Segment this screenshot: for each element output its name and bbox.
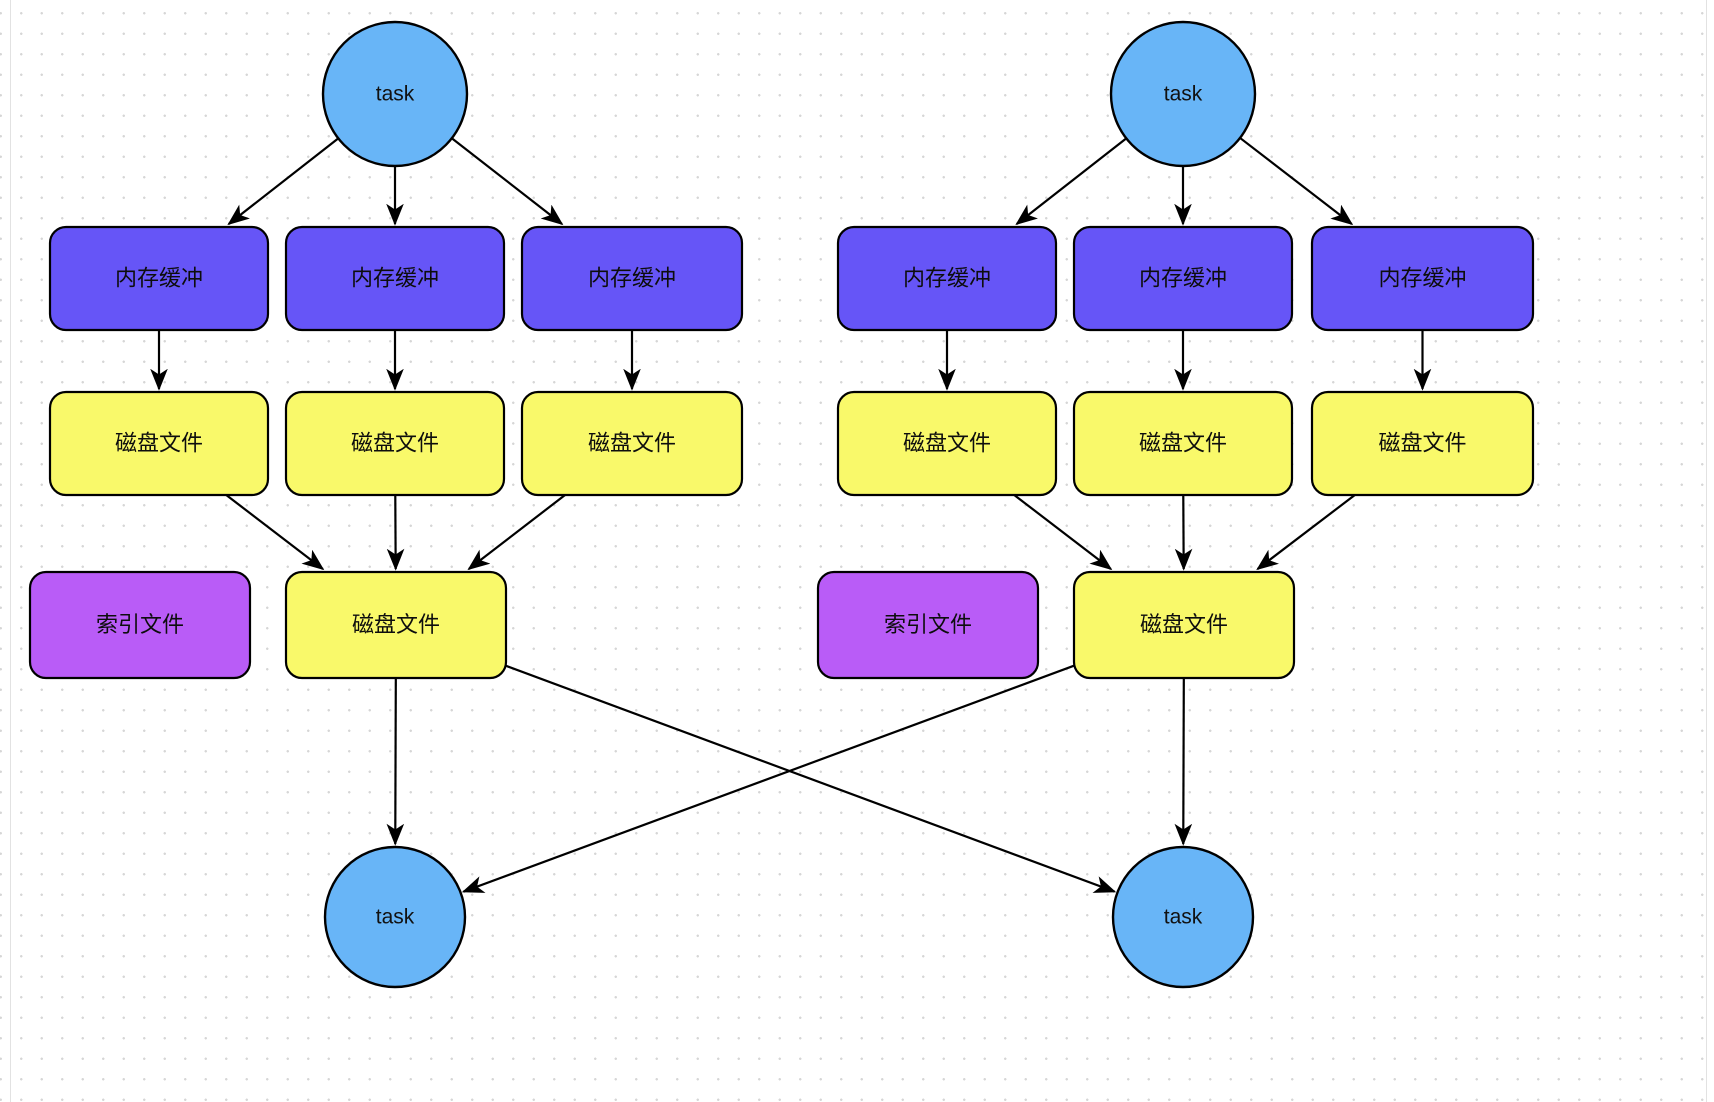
disk-file-shape[interactable] bbox=[284, 390, 506, 497]
index-file-shape[interactable] bbox=[28, 570, 252, 680]
edge-merged_r-to-task_bottom_right bbox=[1174, 677, 1193, 846]
edge-disk_r3-to-merged_r bbox=[1256, 494, 1356, 571]
disk-file-shape[interactable] bbox=[48, 390, 270, 497]
task-target-task_bottom_right[interactable] bbox=[1113, 847, 1253, 987]
disk-file-shape[interactable] bbox=[520, 390, 744, 497]
edge-disk_l1-to-merged_l bbox=[225, 494, 325, 571]
disk-file-target-merged_r[interactable] bbox=[1074, 572, 1294, 678]
disk-file-target-disk_r2[interactable] bbox=[1074, 392, 1292, 495]
memory-buffer-target-buf_l1[interactable] bbox=[50, 227, 268, 330]
edge-task_top_right-to-buf_r3 bbox=[1239, 137, 1354, 226]
disk-file-target-disk_l2[interactable] bbox=[286, 392, 504, 495]
memory-buffer-shape[interactable] bbox=[520, 225, 744, 332]
disk-file-target-disk_r1[interactable] bbox=[838, 392, 1056, 495]
edge-disk_r1-to-merged_r bbox=[1013, 494, 1113, 571]
disk-file-target-disk_l3[interactable] bbox=[522, 392, 742, 495]
memory-buffer-shape[interactable] bbox=[1072, 225, 1294, 332]
edge-disk_l3-to-merged_l bbox=[467, 494, 566, 571]
disk-file-shape[interactable] bbox=[284, 570, 508, 680]
memory-buffer-target-buf_l3[interactable] bbox=[522, 227, 742, 330]
canvas-right-border bbox=[1706, 0, 1707, 1102]
memory-buffer-target-buf_r3[interactable] bbox=[1312, 227, 1533, 330]
disk-file-target-merged_l[interactable] bbox=[286, 572, 506, 678]
index-file-target-index_l[interactable] bbox=[30, 572, 250, 678]
disk-file-shape[interactable] bbox=[1310, 390, 1535, 497]
edge-task_top_left-to-buf_l3 bbox=[451, 137, 564, 226]
task-target-task_top_left[interactable] bbox=[323, 22, 467, 166]
edge-task_top_right-to-buf_r1 bbox=[1015, 137, 1127, 226]
edges-layer bbox=[150, 137, 1432, 893]
disk-file-shape[interactable] bbox=[836, 390, 1058, 497]
memory-buffer-shape[interactable] bbox=[284, 225, 506, 332]
disk-file-target-disk_l1[interactable] bbox=[50, 392, 268, 495]
memory-buffer-shape[interactable] bbox=[836, 225, 1058, 332]
edge-merged_l-to-task_bottom_right bbox=[505, 664, 1117, 893]
task-shape[interactable] bbox=[323, 845, 467, 989]
canvas-left-border bbox=[10, 0, 11, 1102]
disk-file-target-disk_r3[interactable] bbox=[1312, 392, 1533, 495]
task-target-task_bottom_left[interactable] bbox=[325, 847, 465, 987]
memory-buffer-shape[interactable] bbox=[1310, 225, 1535, 332]
index-file-shape[interactable] bbox=[816, 570, 1040, 680]
edge-merged_l-to-task_bottom_left bbox=[386, 677, 405, 846]
task-shape[interactable] bbox=[1109, 20, 1257, 168]
index-file-target-index_r[interactable] bbox=[818, 572, 1038, 678]
task-shape[interactable] bbox=[321, 20, 469, 168]
memory-buffer-target-buf_r1[interactable] bbox=[838, 227, 1056, 330]
task-target-task_top_right[interactable] bbox=[1111, 22, 1255, 166]
memory-buffer-target-buf_r2[interactable] bbox=[1074, 227, 1292, 330]
memory-buffer-shape[interactable] bbox=[48, 225, 270, 332]
edge-merged_r-to-task_bottom_left bbox=[461, 664, 1075, 893]
task-shape[interactable] bbox=[1111, 845, 1255, 989]
disk-file-shape[interactable] bbox=[1072, 390, 1294, 497]
memory-buffer-target-buf_l2[interactable] bbox=[286, 227, 504, 330]
disk-file-shape[interactable] bbox=[1072, 570, 1296, 680]
edge-task_top_left-to-buf_l1 bbox=[227, 137, 339, 226]
